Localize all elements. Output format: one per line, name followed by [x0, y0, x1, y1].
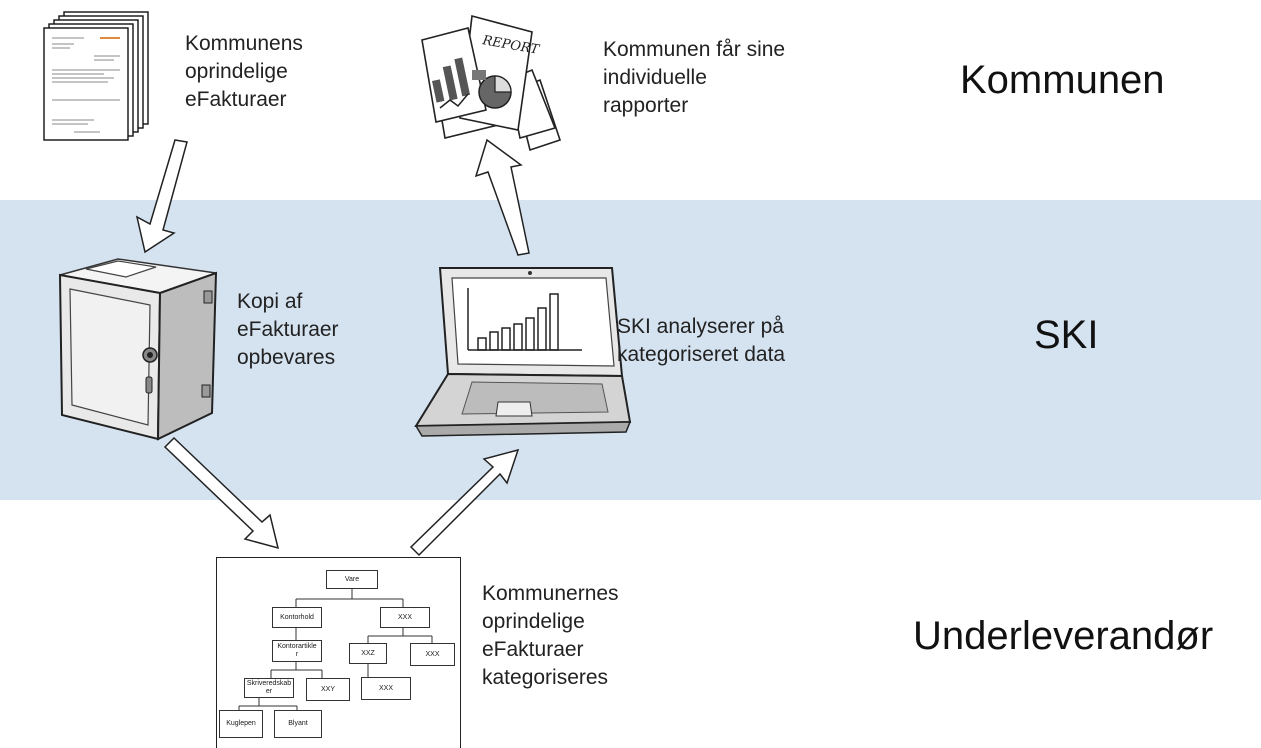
laptop-chart-icon [414, 267, 632, 437]
label-invoices: Kommunens oprindelige eFakturaer [185, 32, 303, 111]
tree-connectors [238, 589, 433, 710]
tree-node-xxx-low: XXX [361, 677, 411, 700]
arrow-tree-to-laptop [409, 448, 520, 557]
label-categorize: Kommunernes oprindelige eFakturaer kateg… [482, 582, 619, 689]
arrow-safe-to-tree [163, 436, 280, 550]
label-laptop: SKI analyserer på kategoriseret data [617, 315, 786, 366]
tree-node-kontorhold: Kontorhold [272, 607, 322, 628]
arrow-invoices-to-safe [135, 139, 188, 254]
invoice-stack-icon [43, 11, 149, 141]
tree-node-xxx-right: XXX [410, 643, 455, 666]
arrow-laptop-to-reports [474, 138, 530, 256]
label-reports: Kommunen får sine individuelle rapporter [603, 38, 786, 117]
label-safe: Kopi af eFakturaer opbevares [237, 290, 339, 369]
tree-node-blyant: Blyant [274, 710, 322, 738]
tree-node-kontorartikler: Kontorartikle r [272, 640, 322, 662]
tree-node-xxz: XXZ [349, 643, 387, 664]
tree-node-vare: Vare [326, 570, 378, 589]
tree-node-skriveredskaber: Skriveredskab er [244, 678, 294, 698]
zone-underleverandor: Underleverandør [913, 614, 1214, 658]
tree-node-xxx-top: XXX [380, 607, 430, 628]
tree-node-kuglepen: Kuglepen [219, 710, 263, 738]
zone-kommunen: Kommunen [960, 58, 1165, 102]
zone-ski: SKI [1034, 313, 1099, 357]
tree-node-xxy: XXY [306, 678, 350, 701]
report-papers-icon: REPORT [421, 14, 562, 152]
category-tree: Vare Kontorhold XXX Kontorartikle r XXZ … [216, 557, 461, 748]
safe-icon [58, 258, 218, 441]
